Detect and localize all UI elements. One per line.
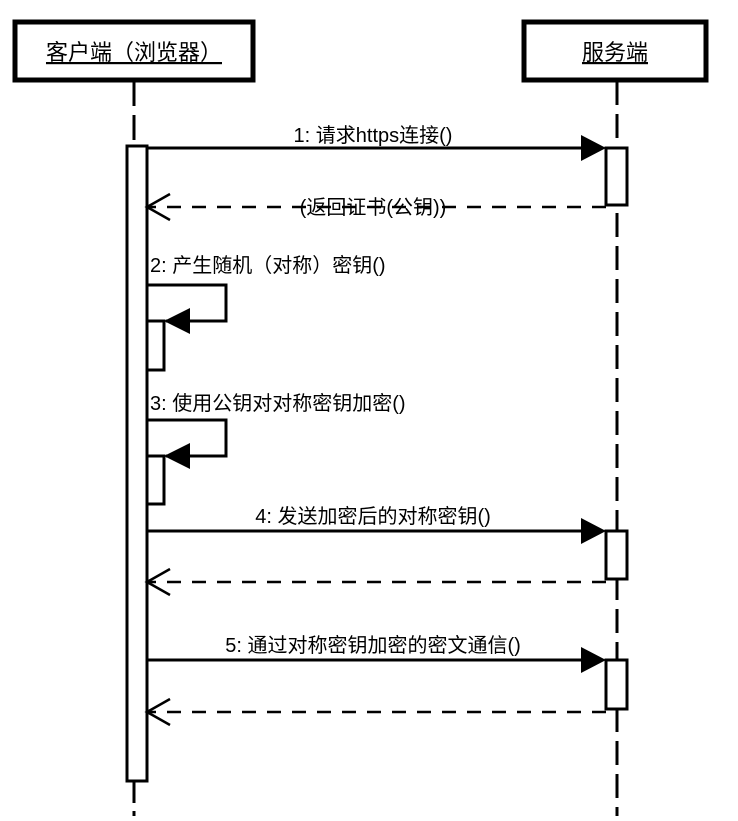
- actor-box-client: [12, 19, 256, 83]
- message-3-label: 3: 使用公钥对对称密钥加密(): [150, 392, 406, 415]
- client-activation-nested-2: [145, 454, 166, 506]
- server-activation-3: [604, 658, 629, 711]
- actor-label-client: 客户端（浏览器）: [46, 40, 222, 65]
- message-5-arrowhead-icon: [581, 647, 606, 673]
- client-activation-nested-1: [145, 319, 166, 372]
- message-3-self-line: [147, 418, 228, 458]
- server-activation-2: [604, 529, 629, 581]
- server-activation-1: [604, 146, 629, 207]
- return-1-label: (返回证书(公钥)): [300, 196, 447, 219]
- message-5-label: 5: 通过对称密钥加密的密文通信(): [225, 634, 521, 657]
- client-activation-main: [125, 144, 149, 783]
- return-4-arrowhead-icon: [144, 567, 171, 597]
- return-1-arrowhead-icon: [144, 192, 171, 222]
- message-2-self-line: [147, 283, 228, 323]
- message-4-label: 4: 发送加密后的对称密钥(): [255, 505, 491, 528]
- message-1-label: 1: 请求https连接(): [294, 124, 453, 147]
- actor-label-server: 服务端: [582, 40, 648, 65]
- actor-box-server: [521, 19, 709, 83]
- return-5-arrowhead-icon: [144, 697, 171, 727]
- message-3-arrowhead-icon: [164, 443, 190, 469]
- message-1-arrowhead-icon: [581, 135, 606, 161]
- message-4-arrowhead-icon: [581, 518, 606, 544]
- message-2-label: 2: 产生随机（对称）密钥(): [150, 254, 386, 277]
- message-2-arrowhead-icon: [164, 308, 190, 334]
